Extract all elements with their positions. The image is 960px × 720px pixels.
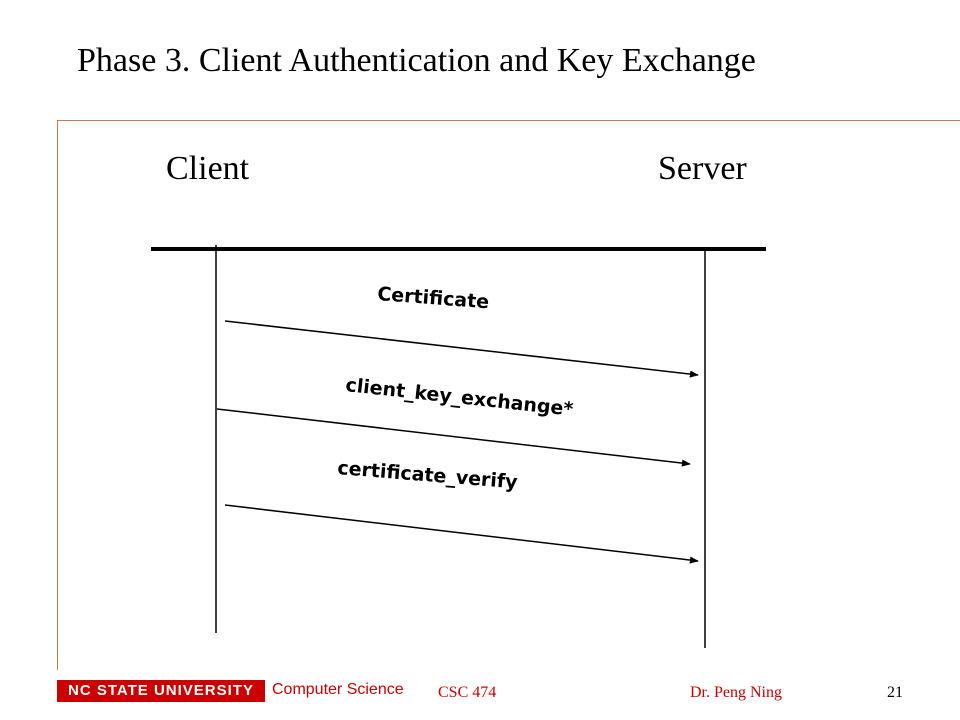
message-label-certificate: Certificate: [377, 283, 490, 313]
message-arrow-certificate-verify: [224, 504, 699, 564]
frame-left-rule: [57, 120, 58, 670]
message-label-client-key-exchange: client_key_exchange*: [344, 374, 574, 421]
frame-top-rule: [57, 120, 960, 121]
message-arrow-certificate: [224, 320, 699, 378]
server-label: Server: [658, 150, 747, 187]
footer-course: CSC 474: [438, 684, 497, 701]
message-label-certificate-verify: certificate_verify: [337, 457, 519, 493]
footer-department: Computer Science: [272, 681, 404, 698]
page-number: 21: [887, 684, 903, 701]
slide-title: Phase 3. Client Authentication and Key E…: [77, 42, 756, 79]
client-label: Client: [166, 150, 250, 187]
ncsu-logo: NC STATE UNIVERSITY: [57, 680, 265, 702]
message-arrow-client-key-exchange: [216, 408, 691, 467]
footer-author: Dr. Peng Ning: [690, 684, 782, 701]
